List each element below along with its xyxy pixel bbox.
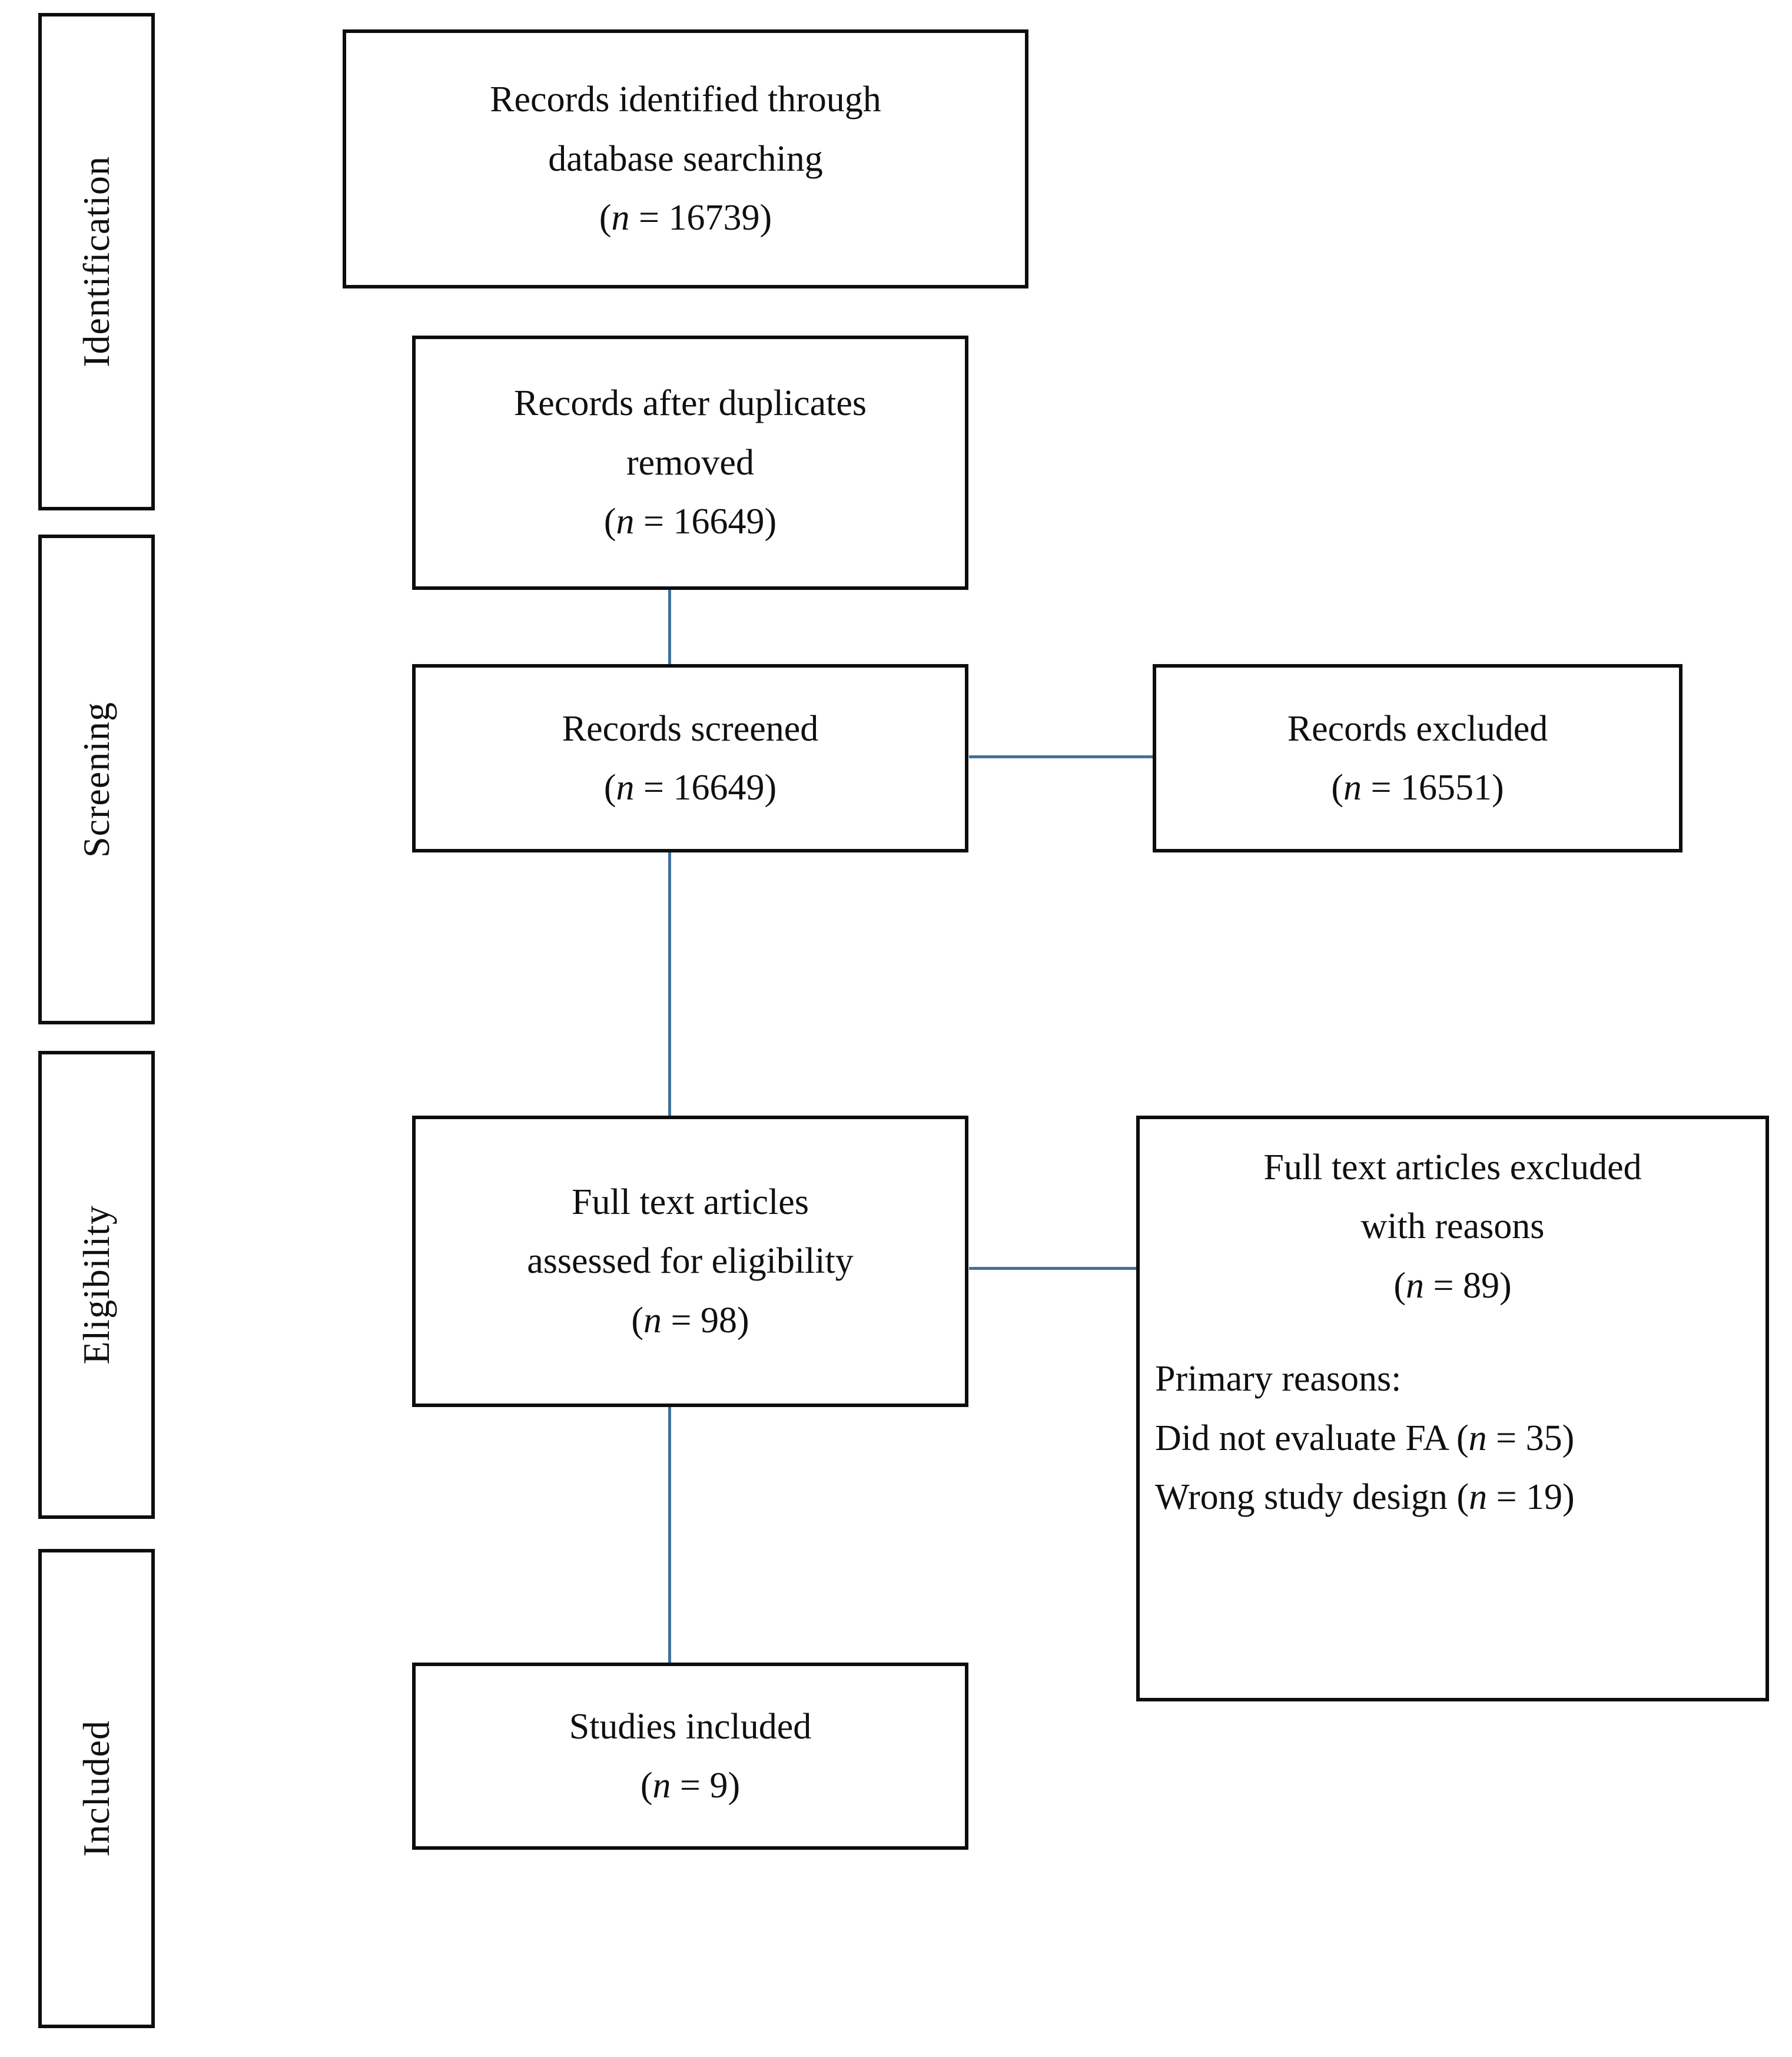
connector-fulltext-to-excluded (969, 1267, 1151, 1270)
box-full-text-assessed-line1: Full text articles (572, 1182, 809, 1222)
reason-1-value: = 35) (1486, 1418, 1575, 1458)
count-n-symbol: n (616, 502, 635, 542)
count-n-symbol: n (1343, 768, 1362, 808)
box-records-after-duplicates-line2: removed (626, 442, 754, 483)
count-value: = 16649) (634, 502, 777, 542)
stage-box-screening: Screening (38, 535, 155, 1024)
count-value: = 16649) (634, 768, 777, 808)
count-value: = 16551) (1362, 768, 1504, 808)
count-paren-open: ( (603, 768, 616, 808)
reason-1-label: Did not evaluate FA ( (1155, 1418, 1469, 1458)
box-records-excluded-line1: Records excluded (1287, 708, 1548, 749)
box-full-text-excluded-line2: with reasons (1360, 1206, 1545, 1247)
count-paren-open: ( (1393, 1265, 1406, 1306)
box-records-screened-count: (n = 16649) (604, 758, 776, 817)
box-full-text-assessed-count: (n = 98) (631, 1291, 749, 1350)
box-records-excluded: Records excluded (n = 16551) (1153, 664, 1683, 852)
box-records-screened: Records screened (n = 16649) (412, 664, 968, 852)
reason-2-value: = 19) (1487, 1477, 1575, 1518)
stage-label-included: Included (75, 1720, 117, 1857)
connector-screened-to-excluded (969, 755, 1153, 758)
stage-box-eligibility: Eligibility (38, 1051, 155, 1519)
count-n-symbol: n (611, 198, 630, 238)
box-full-text-excluded-line1: Full text articles excluded (1263, 1147, 1642, 1187)
stage-label-eligibility: Eligibility (75, 1205, 117, 1365)
count-value: = 16739) (629, 198, 772, 238)
count-n-symbol: n (643, 1300, 662, 1341)
box-records-after-duplicates-count: (n = 16649) (604, 492, 776, 551)
box-studies-included: Studies included (n = 9) (412, 1663, 968, 1850)
count-value: = 89) (1424, 1265, 1512, 1306)
reason-2-label: Wrong study design ( (1155, 1477, 1469, 1518)
box-full-text-assessed: Full text articles assessed for eligibil… (412, 1116, 968, 1407)
box-studies-included-line1: Studies included (569, 1706, 812, 1747)
count-value: = 9) (671, 1766, 741, 1806)
stage-box-identification: Identification (38, 13, 155, 510)
box-full-text-excluded-reason-2: Wrong study design (n = 19) (1155, 1468, 1575, 1527)
count-paren-open: ( (1331, 768, 1344, 808)
count-paren-open: ( (599, 198, 612, 238)
box-full-text-assessed-line2: assessed for eligibility (527, 1241, 854, 1282)
box-full-text-excluded-count: (n = 89) (1393, 1256, 1511, 1315)
count-n-symbol: n (616, 768, 635, 808)
connector-duplicates-to-screened (668, 589, 671, 665)
count-n-symbol: n (652, 1766, 671, 1806)
connector-screened-to-fulltext (668, 851, 671, 1116)
box-full-text-excluded-reason-1: Did not evaluate FA (n = 35) (1155, 1409, 1574, 1468)
connector-fulltext-to-included (668, 1406, 671, 1664)
stage-label-identification: Identification (75, 156, 117, 367)
stage-box-included: Included (38, 1549, 155, 2028)
box-studies-included-count: (n = 9) (641, 1756, 740, 1815)
count-paren-open: ( (631, 1300, 644, 1341)
count-paren-open: ( (603, 502, 616, 542)
reason-1-n-symbol: n (1468, 1418, 1487, 1458)
count-n-symbol: n (1406, 1265, 1425, 1306)
box-records-identified-line1: Records identified through (490, 79, 881, 120)
count-paren-open: ( (640, 1766, 653, 1806)
box-records-identified: Records identified through database sear… (343, 29, 1028, 288)
box-records-identified-line2: database searching (548, 138, 823, 179)
count-value: = 98) (662, 1300, 749, 1341)
box-records-after-duplicates-line1: Records after duplicates (513, 383, 867, 424)
reason-2-n-symbol: n (1469, 1477, 1488, 1518)
box-full-text-excluded: Full text articles excluded with reasons… (1136, 1116, 1769, 1701)
box-records-identified-count: (n = 16739) (599, 188, 772, 247)
box-full-text-excluded-reasons-heading: Primary reasons: (1155, 1359, 1402, 1399)
stage-label-screening: Screening (75, 701, 117, 858)
box-records-excluded-count: (n = 16551) (1331, 758, 1504, 817)
box-records-screened-line1: Records screened (562, 708, 819, 749)
box-records-after-duplicates: Records after duplicates removed (n = 16… (412, 336, 968, 590)
